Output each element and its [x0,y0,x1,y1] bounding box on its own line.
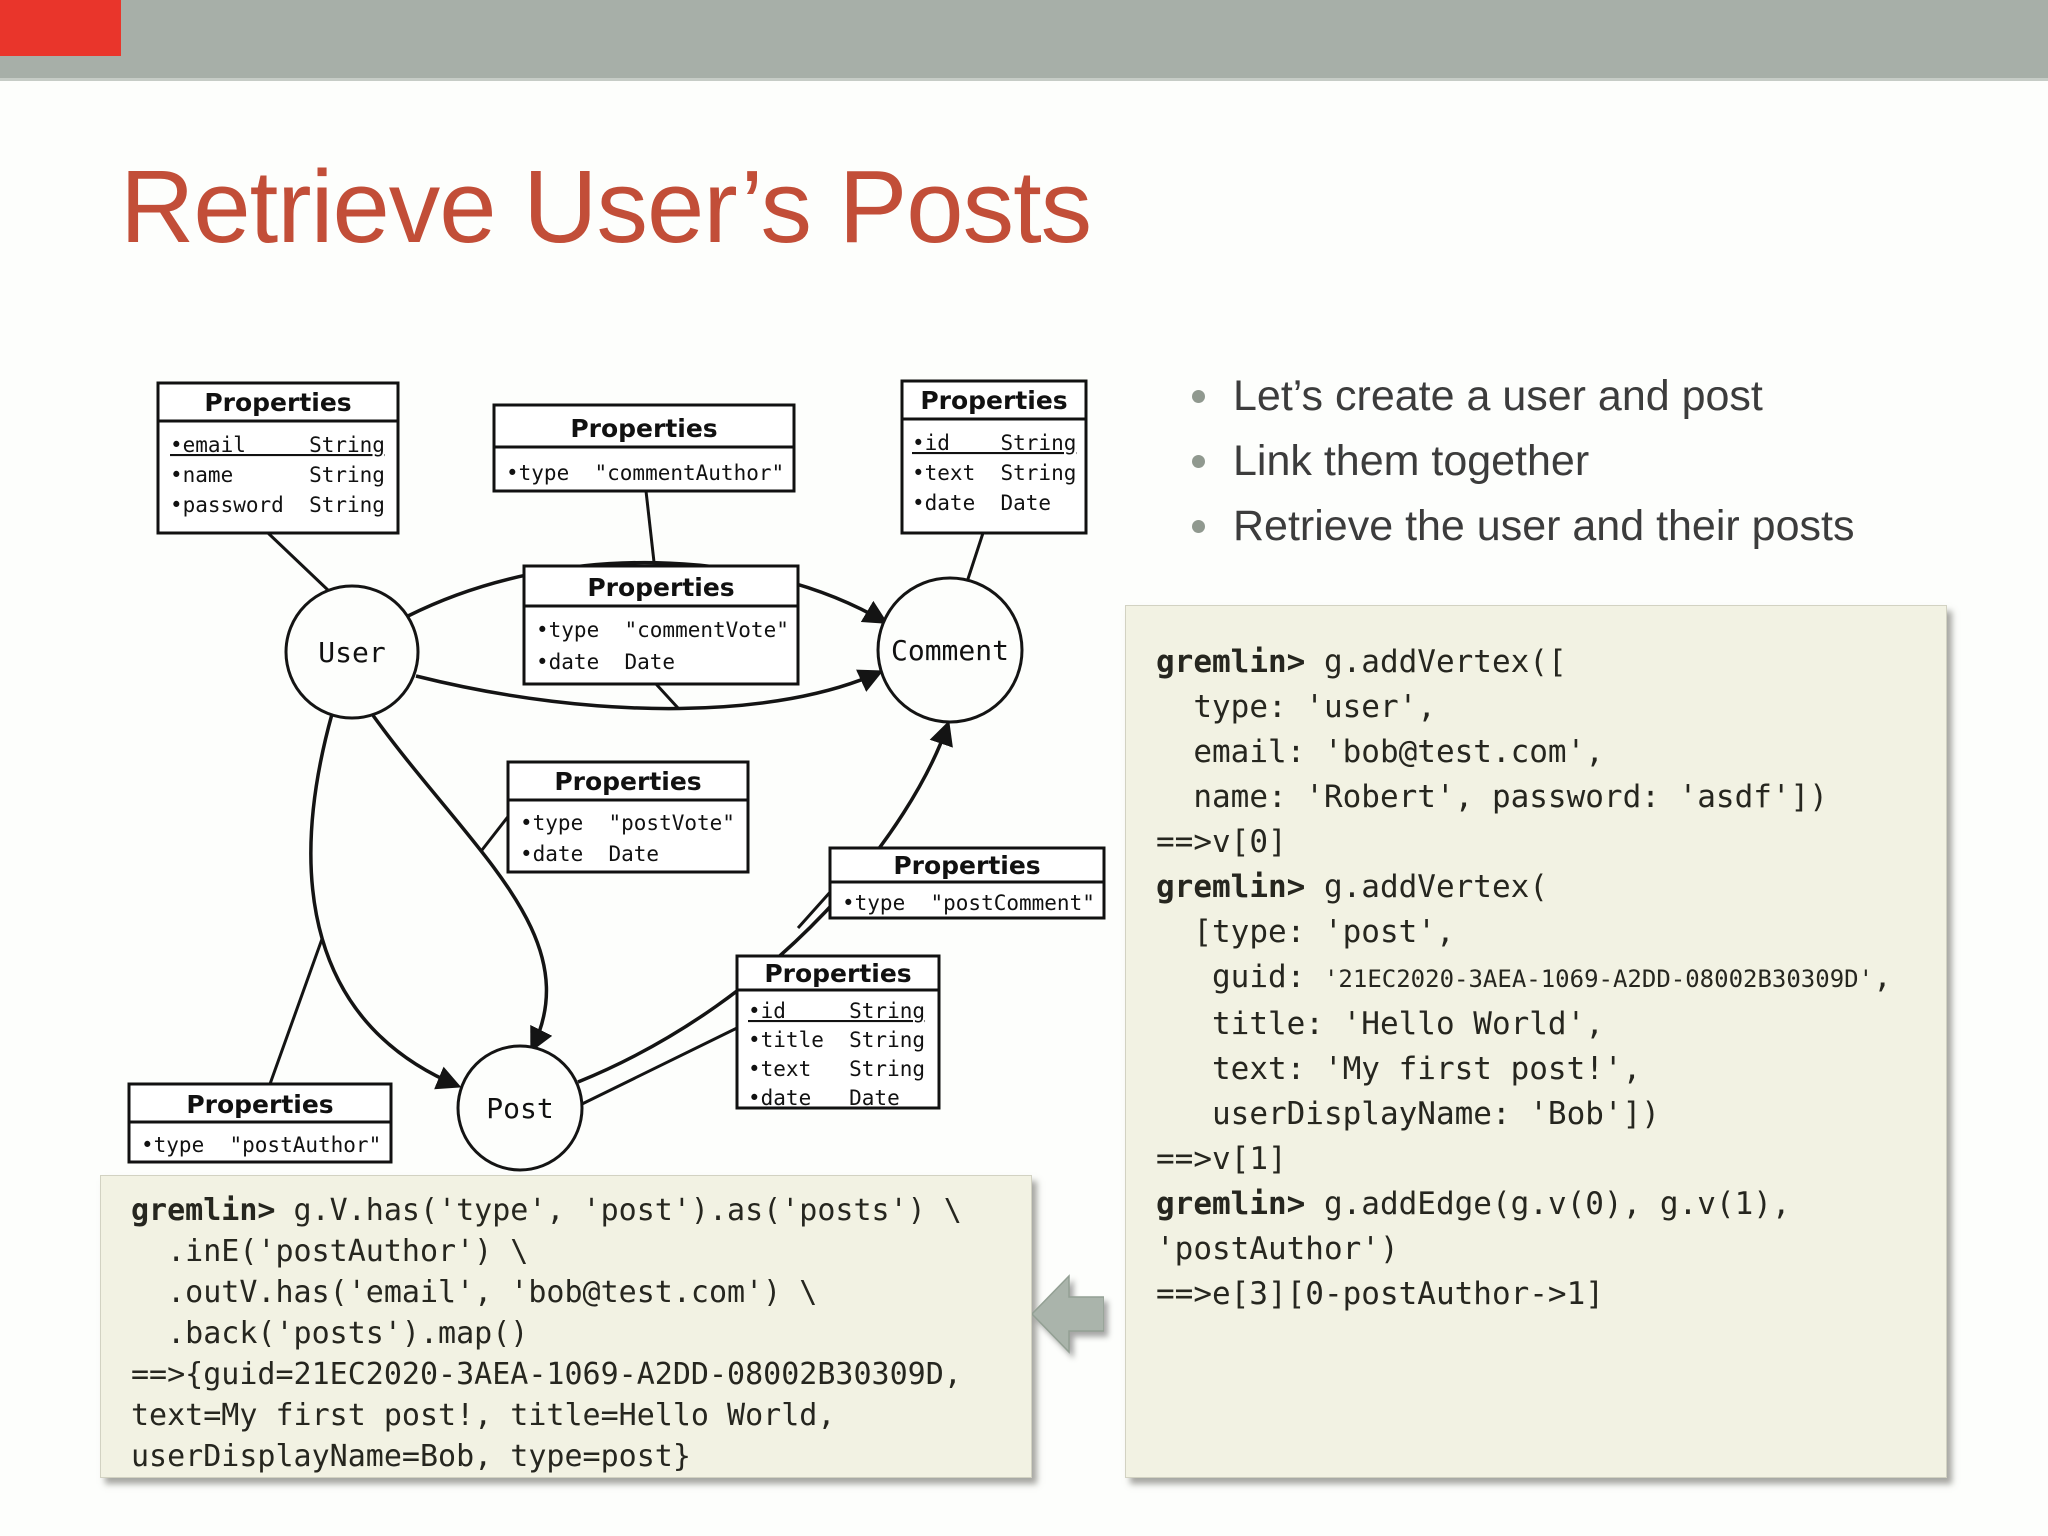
gremlin-prompt: gremlin> [1156,644,1306,680]
node-label: Post [486,1092,553,1125]
bullet-list: Let’s create a user and post Link them t… [1192,372,1854,550]
bullet-item: Retrieve the user and their posts [1192,502,1854,550]
code-block-query: gremlin> g.V.has('type', 'post').as('pos… [100,1175,1032,1478]
prop-box-comment: Properties •id String •text String •date… [900,379,1088,535]
prop-row: •date Date [536,650,675,674]
code-line: 'postAuthor') [1156,1231,1399,1267]
connector-post-comment-box [796,888,834,930]
top-bar [0,0,2048,81]
connector-comment-author-box [644,490,656,563]
prop-row: •email String [170,433,385,457]
gremlin-prompt: gremlin> [1156,869,1306,905]
code-line: name: 'Robert', password: 'asdf']) [1156,779,1828,815]
prop-box-post-vote: Properties •type "postVote" •date Date [506,760,750,874]
code-line: guid: '21EC2020-3AEA-1069-A2DD-08002B303… [1156,959,1892,995]
code-line: gremlin> g.addEdge(g.v(0), g.v(1), [1156,1186,1791,1222]
code-line: .outV.has('email', 'bob@test.com') \ [131,1275,818,1310]
prop-box-title: Properties [893,851,1040,880]
prop-row: •type "commentAuthor" [506,461,784,485]
edge-comment-vote [415,669,884,711]
prop-box-title: Properties [554,767,701,796]
edge-post-vote [370,712,553,1053]
connector-comment-vote-box [654,682,680,710]
prop-box-post: Properties •id String •title String •tex… [735,954,941,1110]
prop-row: •text String [912,461,1076,485]
bullet-item: Let’s create a user and post [1192,372,1854,420]
prop-box-comment-vote: Properties •type "commentVote" •date Dat… [522,564,800,686]
code-line: title: 'Hello World', [1156,1006,1604,1042]
code-line: ==>v[1] [1156,1141,1287,1177]
slide-title: Retrieve User’s Posts [120,149,1092,264]
code-line: type: 'user', [1156,689,1436,725]
code-line: .back('posts').map() [131,1316,529,1351]
prop-row: •id String [748,999,925,1023]
bullet-text: Retrieve the user and their posts [1233,502,1855,550]
connector-user-props [266,531,332,594]
code-line: gremlin> g.addVertex([ [1156,644,1567,680]
code-line: gremlin> g.addVertex( [1156,869,1548,905]
code-line: userDisplayName=Bob, type=post} [131,1439,691,1474]
prop-box-title: Properties [764,959,911,988]
prop-box-title: Properties [570,414,717,443]
prop-box-title: Properties [186,1090,333,1119]
prop-row: •type "commentVote" [536,618,789,642]
bullet-text: Let’s create a user and post [1233,372,1763,420]
bullet-dot-icon [1192,389,1205,403]
left-arrow-icon [1032,1274,1104,1354]
node-comment: Comment [876,576,1024,724]
connector-comment-props [964,532,985,586]
prop-row: •type "postAuthor" [141,1133,381,1157]
code-line: userDisplayName: 'Bob']) [1156,1096,1660,1132]
guid-value: '21EC2020-3AEA-1069-A2DD-08002B30309D' [1323,965,1874,993]
prop-row: •date Date [520,842,659,866]
node-user: User [284,584,420,720]
connector-post-vote-box [480,813,512,851]
node-label: User [318,636,385,669]
code-line: ==>v[0] [1156,824,1287,860]
prop-box-post-comment: Properties •type "postComment" [828,846,1106,920]
prop-row: •type "postVote" [520,811,735,835]
code-line: gremlin> g.V.has('type', 'post').as('pos… [131,1193,962,1228]
prop-row: •text String [748,1057,925,1081]
prop-box-comment-author: Properties •type "commentAuthor" [492,403,796,493]
gremlin-prompt: gremlin> [1156,1186,1306,1222]
node-label: Comment [891,634,1009,667]
bullet-dot-icon [1192,454,1205,468]
edge-post-comment [577,720,953,1084]
prop-row: •id String [912,431,1076,455]
edge-post-author [309,713,462,1090]
prop-box-title: Properties [204,388,351,417]
prop-box-user: Properties •email String •name String •p… [156,381,400,535]
code-line: email: 'bob@test.com', [1156,734,1604,770]
code-block-console: gremlin> g.addVertex([ type: 'user', ema… [1125,605,1947,1478]
code-line: .inE('postAuthor') \ [131,1234,529,1269]
code-line: text: 'My first post!', [1156,1051,1642,1087]
prop-row: •title String [748,1028,925,1052]
prop-row: •date Date [912,491,1051,515]
node-post: Post [456,1044,584,1172]
code-line: [type: 'post', [1156,914,1455,950]
edge-comment-author [407,560,889,624]
graph-schema-diagram: Properties •email String •name String •p… [127,379,1106,1172]
code-line: ==>e[3][0-postAuthor->1] [1156,1276,1604,1312]
gremlin-prompt: gremlin> [131,1193,276,1228]
bullet-text: Link them together [1233,437,1590,485]
prop-row: •type "postComment" [842,891,1095,915]
code-line: ==>{guid=21EC2020-3AEA-1069-A2DD-08002B3… [131,1357,962,1392]
prop-box-title: Properties [920,386,1067,415]
connector-post-props [581,1026,738,1106]
prop-box-post-author: Properties •type "postAuthor" [127,1082,393,1164]
prop-row: •name String [170,463,385,487]
prop-row: •password String [170,493,385,517]
code-line: text=My first post!, title=Hello World, [131,1398,836,1433]
bullet-dot-icon [1192,519,1205,533]
prop-box-title: Properties [587,573,734,602]
connector-post-author-box [268,938,324,1085]
prop-row: •date Date [748,1086,900,1110]
red-marker [0,0,121,56]
bullet-item: Link them together [1192,437,1854,485]
